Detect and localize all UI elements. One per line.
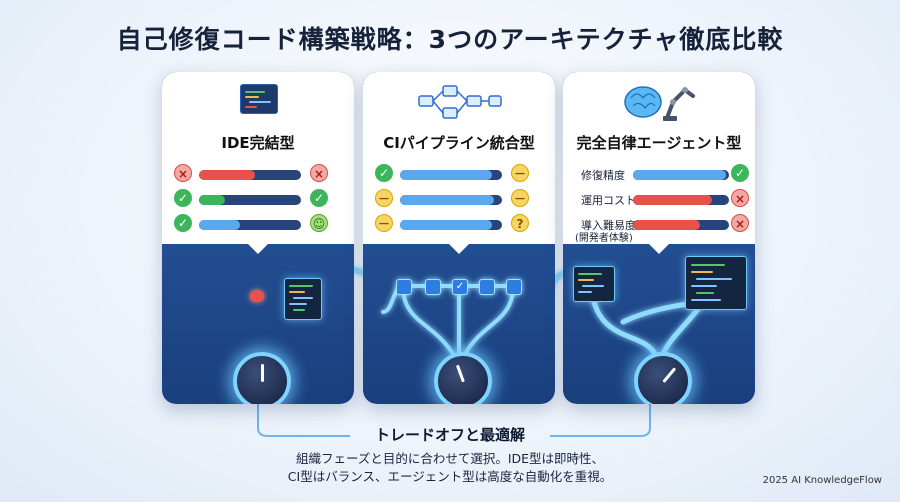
pipeline-node-icon <box>479 279 495 295</box>
sad-face-icon: × <box>174 164 192 182</box>
code-editor-icon <box>240 84 278 114</box>
card-ide: IDE完結型 修復精度 × × 運用コスト ✓ ✓ 導入難易度 (開発者体験) … <box>162 72 354 404</box>
metric-row-precision: 修復精度 × × <box>162 164 354 186</box>
card-title: 完全自律エージェント型 <box>576 134 742 152</box>
tradeoff-description: 組織フェーズと目的に合わせて選択。IDE型は即時性、 CI型はバランス、エージェ… <box>0 450 900 486</box>
metric-bar-fill <box>400 195 494 205</box>
metric-bar-fill <box>199 220 240 230</box>
panel-pointer <box>449 244 469 254</box>
metric-bar <box>400 195 502 205</box>
metric-row-difficulty: 導入難易度 (開発者体験) × <box>563 214 755 244</box>
neutral-face-icon: － <box>375 189 393 207</box>
dial-knob <box>634 352 692 404</box>
panel-pointer <box>649 244 669 254</box>
check-icon: ✓ <box>310 189 328 207</box>
row-sublabel: (開発者体験) <box>575 233 633 244</box>
check-icon: ✓ <box>375 164 393 182</box>
check-icon: ✓ <box>174 214 192 232</box>
metric-row-precision: 修復精度 ✓ <box>563 164 755 186</box>
metric-bar-fill <box>633 170 727 180</box>
metric-row-difficulty: 導入難易度 (開発者体験) ✓ ☺ <box>162 214 354 236</box>
metric-bar <box>199 220 301 230</box>
pipeline-node-icon <box>425 279 441 295</box>
page-title: 自己修復コード構築戦略：3つのアーキテクチャ徹底比較 <box>116 25 784 54</box>
metric-bar <box>633 170 729 180</box>
tradeoff-line: CI型はバランス、エージェント型は高度な自動化を重視。 <box>287 469 613 484</box>
brain-robot-icon <box>624 86 695 121</box>
metric-bar <box>633 195 729 205</box>
pipeline-flow-icon <box>418 85 502 119</box>
pipeline-node-icon <box>506 279 522 295</box>
metric-row-cost: 運用コスト × <box>563 189 755 211</box>
card-ci: CIパイプライン統合型 ✓ － － － － ? ✓ <box>363 72 555 404</box>
sad-face-icon: × <box>731 214 749 232</box>
card-panel: CIパイプライン統合型 ✓ － － － － ? <box>363 72 555 254</box>
neutral-face-icon: － <box>511 164 529 182</box>
dial-knob <box>233 352 291 404</box>
neutral-face-icon: － <box>375 214 393 232</box>
card-agent: 完全自律エージェント型 修復精度 ✓ 運用コスト × 導入難易度 (開発者体験)… <box>563 72 755 404</box>
metric-bar-fill <box>199 170 256 180</box>
metric-bar <box>199 195 301 205</box>
row-label: 導入難易度 <box>581 219 636 232</box>
dial-knob <box>434 352 492 404</box>
metric-row-difficulty: － ? <box>363 214 555 236</box>
metric-bar-fill <box>633 195 712 205</box>
tradeoff-heading: トレードオフと最適解 <box>374 426 525 444</box>
credit-text: 2025 AI KnowledgeFlow <box>762 475 882 486</box>
metric-bar-fill <box>633 220 701 230</box>
metric-bar <box>400 170 502 180</box>
metric-bar-fill <box>199 195 225 205</box>
metric-row-precision: ✓ － <box>363 164 555 186</box>
card-title: CIパイプライン統合型 <box>383 134 535 152</box>
card-title: IDE完結型 <box>221 134 295 152</box>
code-window-icon <box>284 278 322 320</box>
row-label: 修復精度 <box>581 169 625 182</box>
happy-face-icon: ☺ <box>310 214 328 232</box>
metric-row-cost: 運用コスト ✓ ✓ <box>162 189 354 211</box>
neutral-face-icon: － <box>511 189 529 207</box>
metric-bar-fill <box>400 220 492 230</box>
pipeline-node-icon <box>396 279 412 295</box>
sad-face-icon: × <box>731 189 749 207</box>
metric-bar-fill <box>400 170 492 180</box>
code-window-icon <box>573 266 615 302</box>
panel-pointer <box>248 244 268 254</box>
check-icon: ✓ <box>174 189 192 207</box>
card-panel: IDE完結型 修復精度 × × 運用コスト ✓ ✓ 導入難易度 (開発者体験) … <box>162 72 354 254</box>
row-label: 運用コスト <box>581 194 636 207</box>
card-panel: 完全自律エージェント型 修復精度 ✓ 運用コスト × 導入難易度 (開発者体験)… <box>563 72 755 254</box>
pipeline-check-icon: ✓ <box>452 279 468 295</box>
metric-bar <box>199 170 301 180</box>
metric-row-cost: － － <box>363 189 555 211</box>
tradeoff-line: 組織フェーズと目的に合わせて選択。IDE型は即時性、 <box>295 451 605 466</box>
thinking-face-icon: ? <box>511 214 529 232</box>
code-window-icon <box>685 256 747 310</box>
bug-icon <box>250 290 264 302</box>
check-icon: ✓ <box>731 164 749 182</box>
metric-bar <box>400 220 502 230</box>
sad-face-icon: × <box>310 164 328 182</box>
metric-bar <box>633 220 729 230</box>
